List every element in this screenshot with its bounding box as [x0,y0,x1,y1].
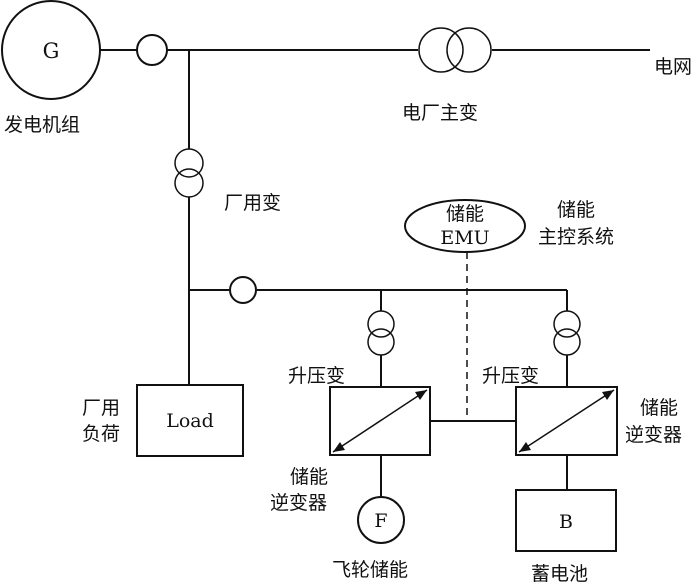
emu-line2: EMU [440,227,489,249]
flywheel-inverter-label-line1: 储能 [290,466,328,488]
emu: 储能 EMU [404,199,526,253]
plant-main-transformer-label: 电厂主变 [402,102,478,124]
master-control-label-line2: 主控系统 [538,226,614,248]
load-label-line1: 厂用 [82,397,120,419]
lower-bus-breaker [229,276,257,304]
left-step-up-transformer-label: 升压变 [288,365,345,387]
flywheel-inverter [329,386,431,456]
right-step-up-transformer [553,310,581,356]
battery-symbol: B [559,511,573,533]
master-control-label-line1: 储能 [557,199,595,221]
aux-transformer-label: 厂用变 [224,192,281,214]
flywheel-symbol: F [374,510,387,532]
battery-inverter [515,386,618,456]
load-box [136,384,244,457]
battery-inverter-label-line2: 逆变器 [625,424,682,446]
flywheel-label: 飞轮储能 [332,559,408,581]
generator-label: 发电机组 [4,114,80,136]
battery-inverter-label-line1: 储能 [640,397,678,419]
battery-label: 蓄电池 [531,563,588,585]
flywheel-inverter-label-line2: 逆变器 [270,492,327,514]
generator-symbol: G [43,39,60,63]
left-step-up-transformer [367,310,395,356]
flywheel: F [357,496,405,544]
load-label-line2: 负荷 [82,423,120,445]
load-box-text: Load [166,410,214,432]
plant-main-transformer [418,27,492,73]
grid-label: 电网 [654,56,692,78]
generator-breaker [136,34,168,66]
generator: G [1,0,101,100]
aux-transformer [174,148,204,198]
emu-line1: 储能 [446,203,484,225]
battery: B [515,489,617,552]
right-step-up-transformer-label: 升压变 [482,365,539,387]
